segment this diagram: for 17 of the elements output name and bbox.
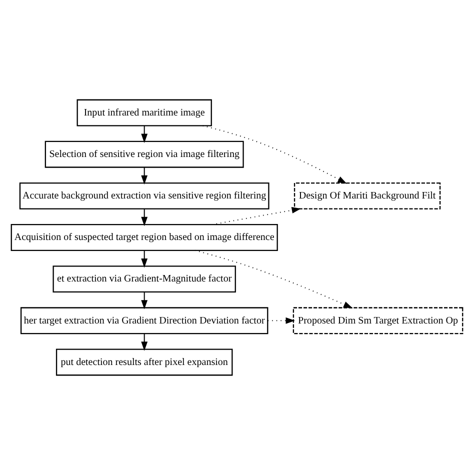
node-box: et extraction via Gradient-Magnitude factor: [52, 265, 236, 292]
arrow: [141, 208, 148, 226]
node-box: Proposed Dim Sm Target Extraction Op: [292, 306, 464, 334]
arrow: [202, 124, 347, 184]
node-box: Selection of sensitive region via image filtering: [44, 140, 244, 168]
arrow: [141, 166, 148, 184]
node-box: put detection results after pixel expansion: [56, 348, 233, 376]
arrow: [141, 250, 148, 268]
arrow: [141, 292, 148, 309]
arrow: [141, 333, 148, 350]
node-box: Design Of Mariti Background Filt: [294, 182, 441, 209]
arrow: [141, 125, 148, 142]
node-box: Acquisition of suspected target region based on image difference: [10, 224, 278, 250]
node-box: Accurate background extraction via sensitive region filtering: [19, 182, 270, 209]
node-box: her target extraction via Gradient Direction Deviation factor: [20, 306, 268, 334]
arrow: [268, 316, 295, 324]
node-box: Input infrared maritime image: [76, 98, 212, 126]
